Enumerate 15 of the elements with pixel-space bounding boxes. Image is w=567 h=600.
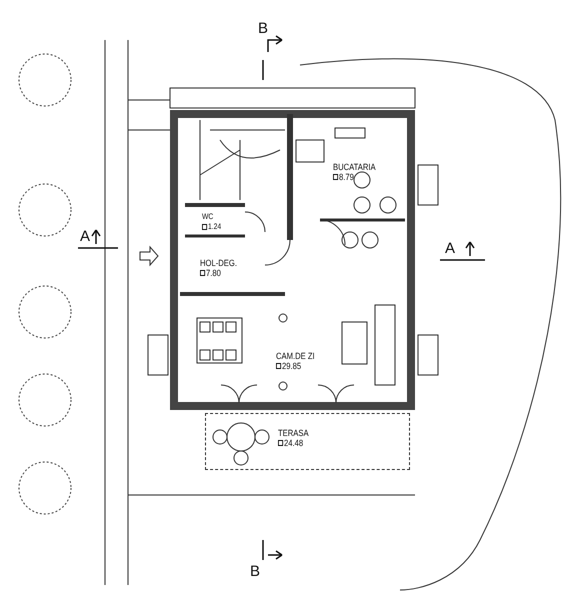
room-area-value: 8.79: [338, 172, 354, 182]
room-area-value: 24.48: [284, 438, 304, 448]
terrace-area: [205, 413, 410, 470]
section-label: B: [258, 20, 268, 37]
room-area-value: 1.24: [208, 222, 222, 232]
room-name: WC: [202, 212, 214, 222]
section-label: A: [445, 240, 456, 257]
room-area-value: 29.85: [282, 361, 302, 371]
section-label: A: [80, 228, 90, 245]
room-name: HOL-DEG.: [200, 258, 237, 268]
room-area-value: 7.80: [206, 268, 221, 278]
room-name: TERASA: [278, 428, 309, 438]
room-name: CAM.DE ZI: [276, 351, 315, 361]
room-name: BUCATARIA: [333, 162, 376, 172]
section-label: B: [250, 563, 260, 580]
